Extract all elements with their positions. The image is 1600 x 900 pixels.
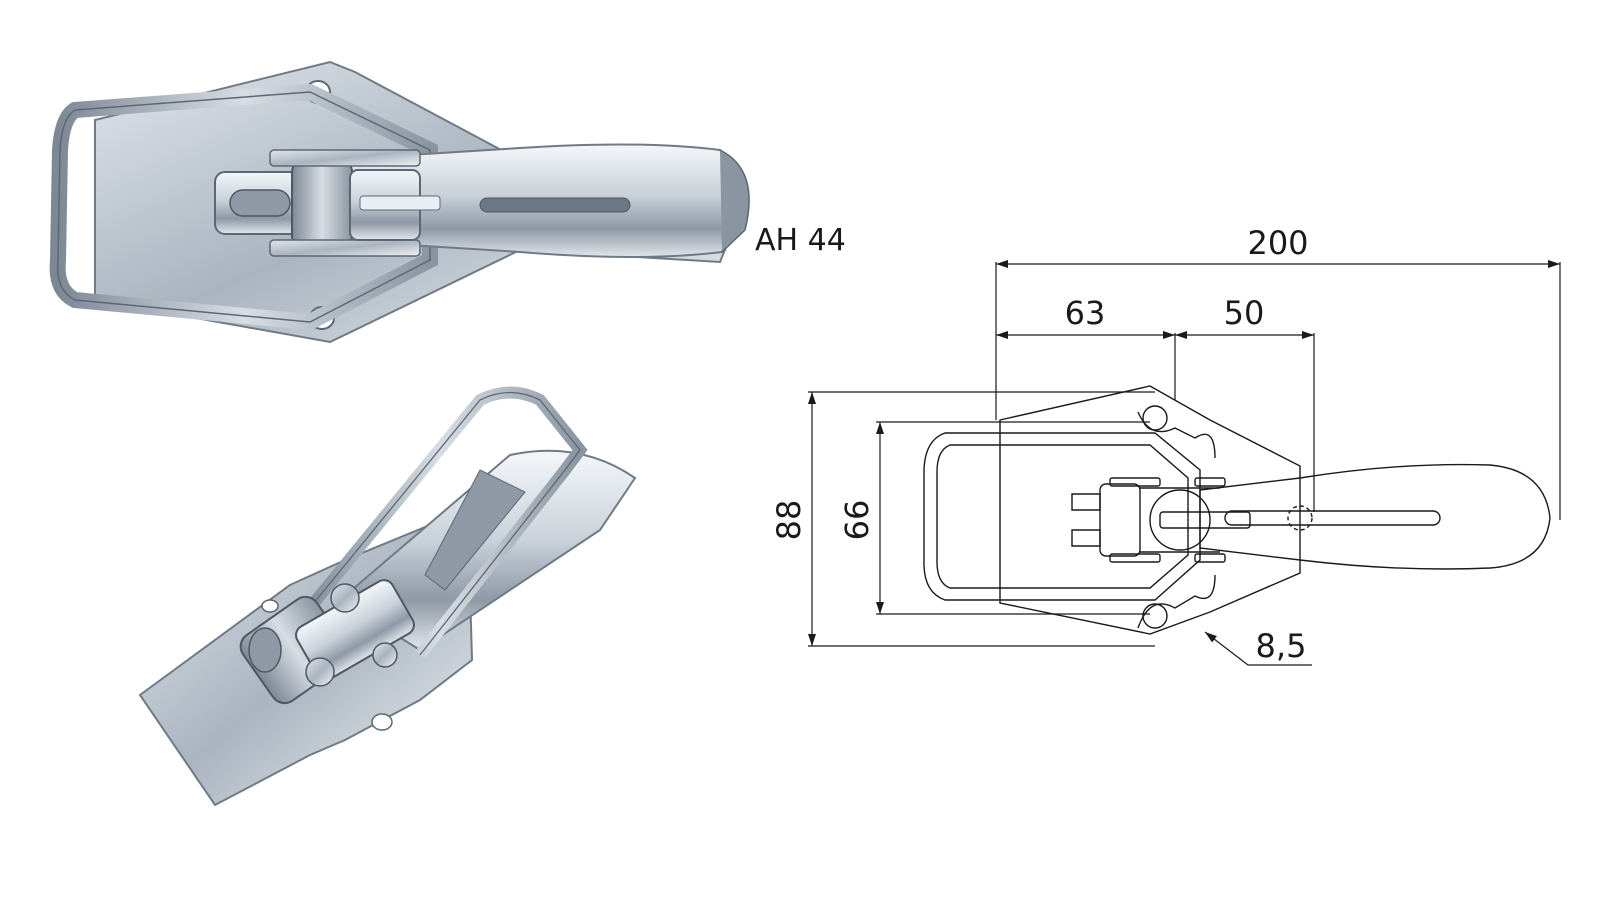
dim-leader-hole: [1204, 631, 1249, 666]
dim-overall-length: 200: [1247, 224, 1308, 262]
dimension-lines: [808, 260, 1561, 666]
mounting-hole-bottom: [1142, 603, 1168, 629]
latch-photo-top-view: [49, 60, 750, 344]
dim-slot-offset: 50: [1224, 294, 1265, 332]
hook-outline: [1071, 493, 1101, 547]
base-plate-outline: [999, 385, 1301, 635]
lever-outline: [1199, 463, 1551, 570]
latch-photo-perspective-view: [138, 386, 637, 807]
model-label: AH 44: [755, 223, 846, 258]
mounting-hole-top: [1142, 405, 1168, 431]
technical-drawing: [923, 385, 1551, 635]
wire-loop-outline: [923, 432, 1201, 601]
dim-hole-diameter: 8,5: [1256, 627, 1307, 665]
dim-overall-height: 88: [770, 500, 808, 541]
lever-slot: [1224, 510, 1441, 526]
dim-pivot-offset: 63: [1065, 294, 1106, 332]
dim-hole-spacing: 66: [838, 500, 876, 541]
